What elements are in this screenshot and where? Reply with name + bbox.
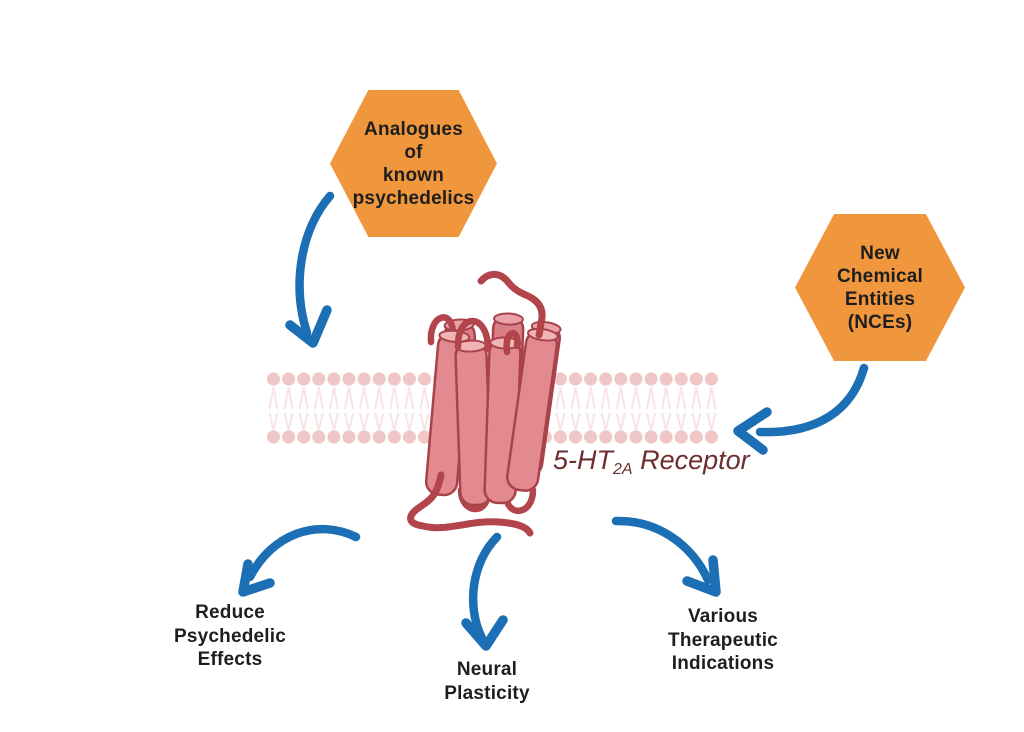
receptor-5ht2a-illustration: [407, 270, 562, 537]
arrow-to-various-therapeutic-indications: [611, 516, 721, 597]
receptor-name-prefix: 5-HT: [553, 445, 613, 475]
receptor-loop: [427, 314, 457, 346]
arrow-to-reduce-psychedelic-effects: [238, 524, 361, 597]
arrow-analogues-to-receptor: [285, 191, 335, 348]
label-various-therapeutic-indications: Various Therapeutic Indications: [668, 606, 778, 674]
hexagon-nces-label: New Chemical Entities (NCEs): [836, 242, 924, 333]
label-neural-plasticity: Neural Plasticity: [444, 659, 530, 704]
hexagon-analogues-label: Analogues of known psychedelics: [352, 118, 475, 209]
label-reduce-psychedelic-effects: Reduce Psychedelic Effects: [173, 602, 287, 670]
arrow-to-neural-plasticity: [461, 532, 508, 651]
arrow-nces-to-receptor: [733, 363, 869, 455]
receptor-loop: [503, 330, 521, 356]
hexagon-analogues: Analogues of known psychedelics: [330, 90, 497, 237]
receptor-c-terminus: [407, 471, 534, 537]
hexagon-nces: New Chemical Entities (NCEs): [795, 214, 965, 361]
receptor-name-label: 5-HT2A Receptor: [553, 445, 750, 479]
receptor-name-subscript: 2A: [613, 461, 633, 478]
receptor-name-suffix: Receptor: [632, 445, 750, 475]
receptor-n-terminus: [477, 270, 546, 339]
receptor-loop: [454, 317, 492, 353]
